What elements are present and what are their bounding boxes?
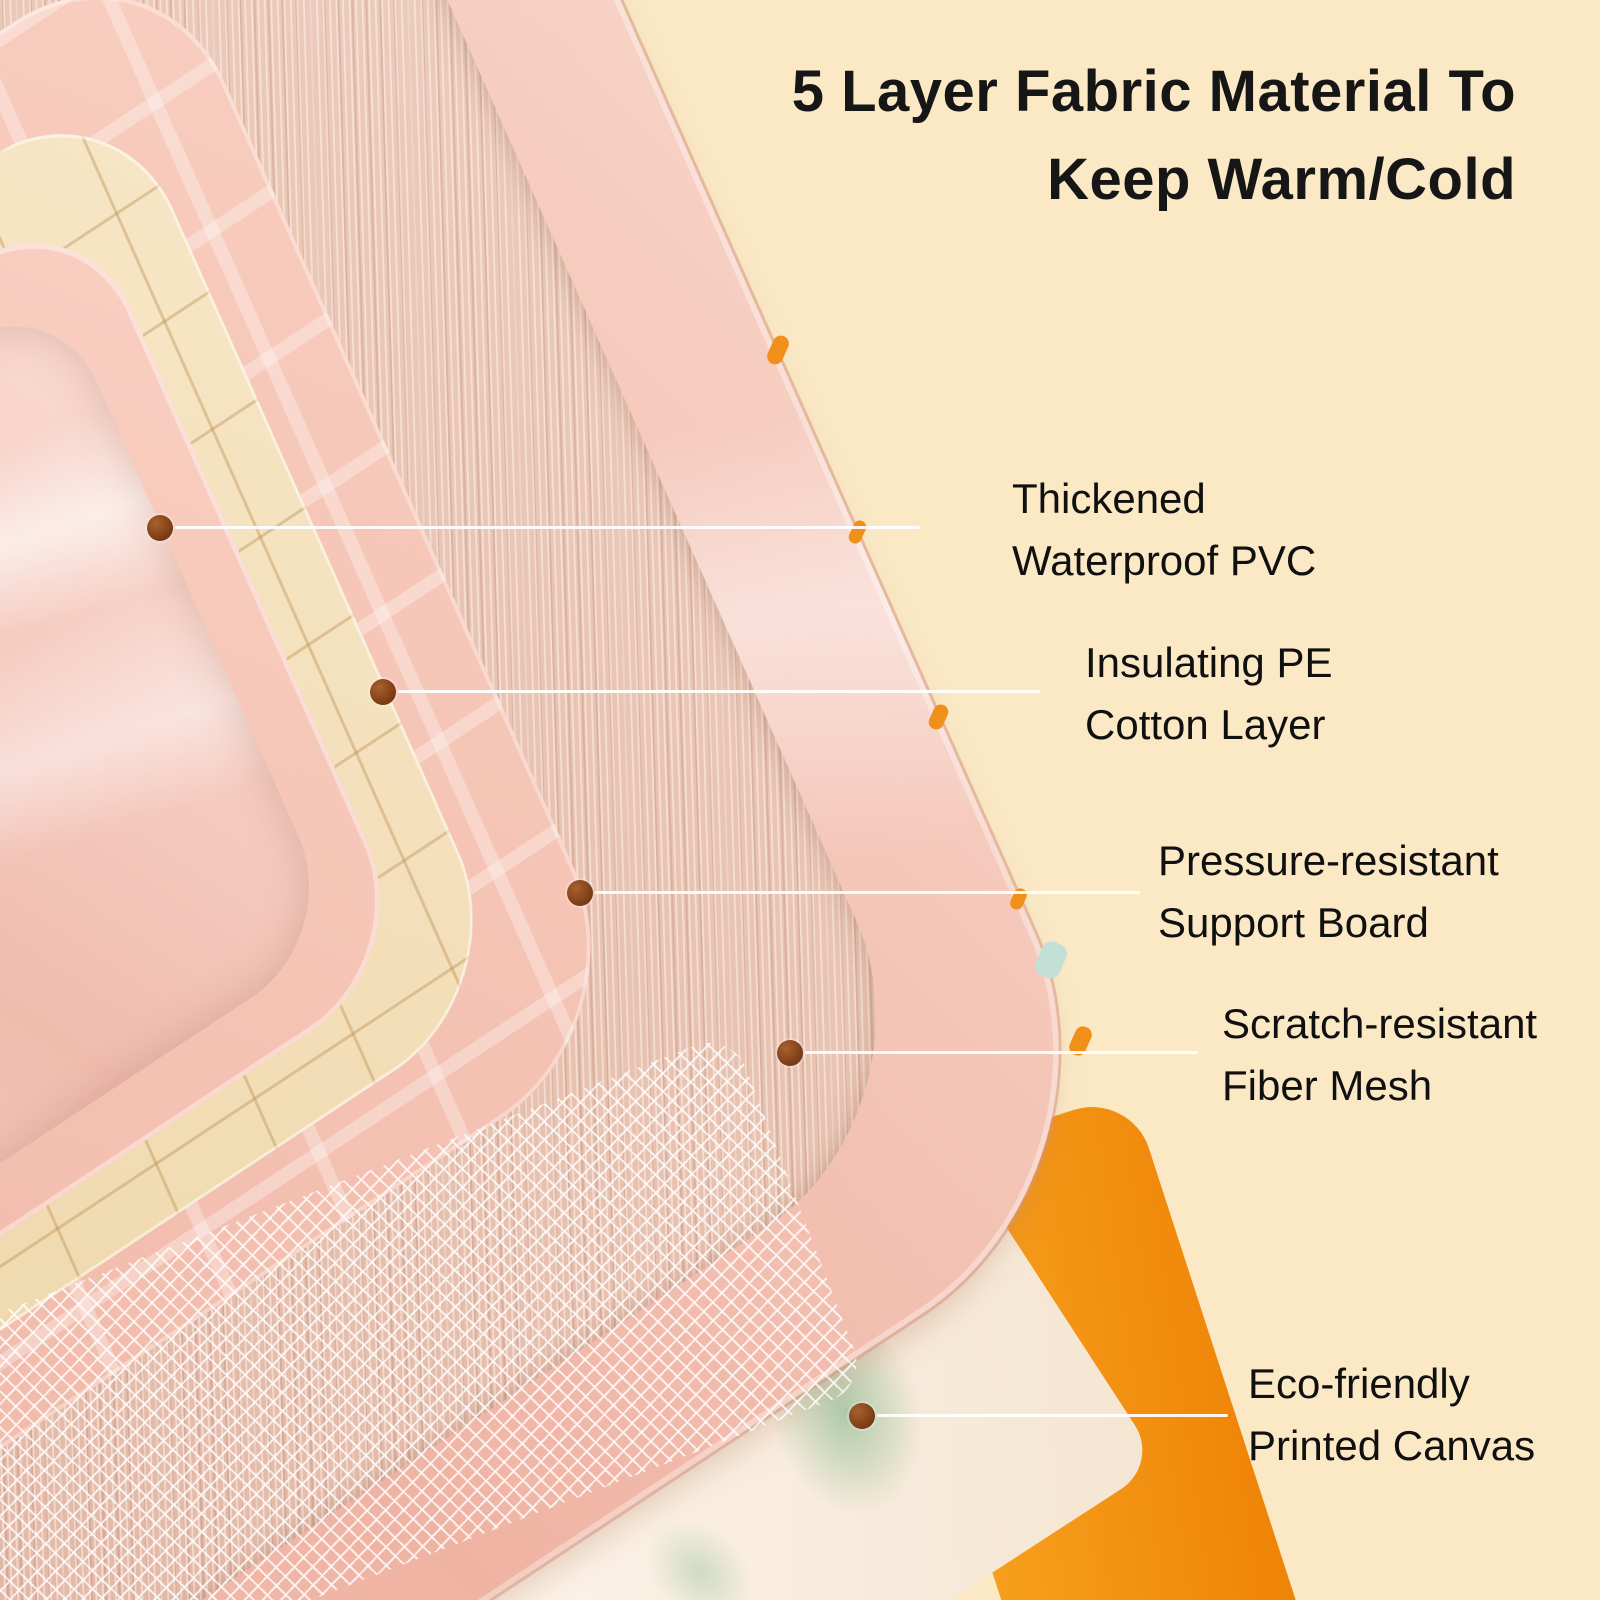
callout-label-line-1: Thickened <box>1012 475 1206 522</box>
callout-dot <box>849 1403 875 1429</box>
callout-dot <box>147 515 173 541</box>
title-line-1: 5 Layer Fabric Material To <box>791 59 1516 124</box>
title-line-2: Keep Warm/Cold <box>1047 147 1516 212</box>
callout-leader-line <box>175 526 920 529</box>
callout-label-line-1: Eco-friendly <box>1248 1360 1470 1407</box>
callout-label-line-1: Scratch-resistant <box>1222 1000 1538 1047</box>
callout-dot <box>777 1040 803 1066</box>
page-title: 5 Layer Fabric Material To Keep Warm/Cold <box>792 48 1516 224</box>
callout-label-line-2: Fiber Mesh <box>1222 1062 1433 1109</box>
callout-dot <box>567 880 593 906</box>
callout-leader-line <box>805 1051 1198 1054</box>
callout-label-line-2: Printed Canvas <box>1248 1422 1536 1469</box>
callout-label-line-2: Support Board <box>1158 899 1429 946</box>
callout-leader-line <box>398 690 1040 693</box>
callout-label: Insulating PE Cotton Layer <box>1085 632 1333 756</box>
callout-leader-line <box>877 1414 1228 1417</box>
callout-label-line-1: Insulating PE <box>1085 639 1333 686</box>
callout-label-line-2: Cotton Layer <box>1085 701 1326 748</box>
callout-label-line-1: Pressure-resistant <box>1158 837 1499 884</box>
callout-leader-line <box>595 891 1140 894</box>
callout-label-line-2: Waterproof PVC <box>1012 537 1317 584</box>
callout-dot <box>370 679 396 705</box>
leaf-print-decoration <box>625 1497 774 1600</box>
